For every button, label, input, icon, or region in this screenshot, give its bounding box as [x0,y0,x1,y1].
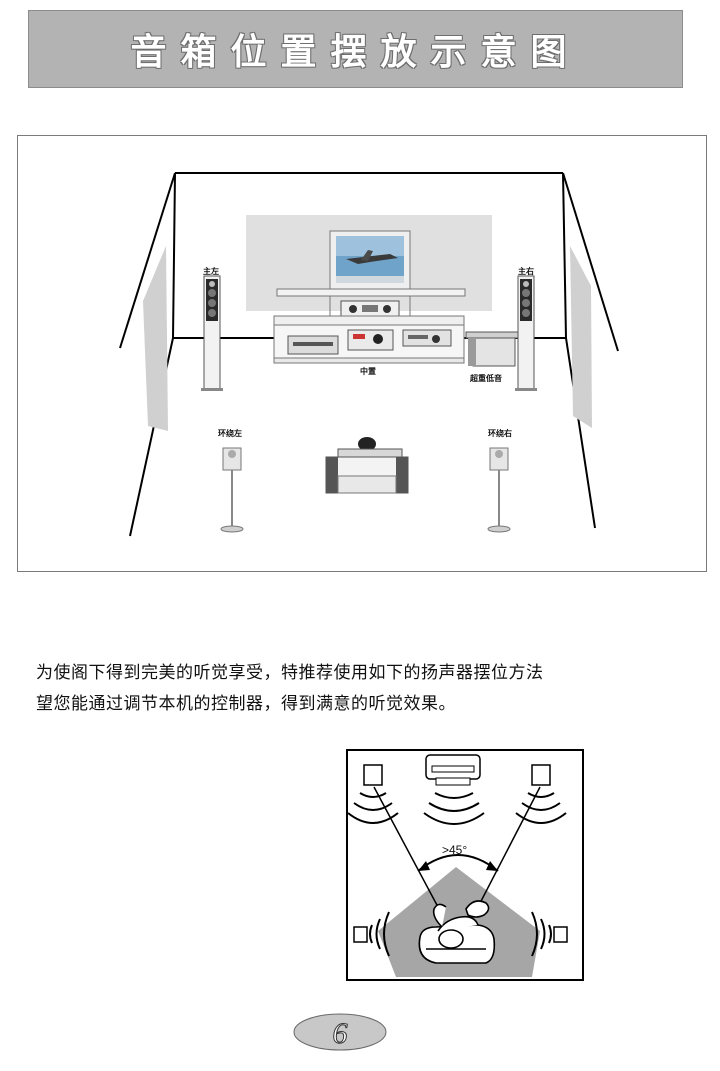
listener-figure [418,900,496,964]
page-title: 音箱位置摆放示意图 [130,31,581,73]
subwoofer [465,331,519,367]
amplifier [340,300,400,318]
surround-left-speaker [220,447,244,533]
title-banner: 音箱位置摆放示意图 [28,10,683,88]
room-drawing [119,172,619,537]
front-left-speaker [201,275,223,391]
room-illustration: 主左 主右 中置 超重低音 环绕左 环绕右 [17,135,707,572]
page-oval-shape: 6 [293,1013,387,1051]
surround-right-speaker [487,447,511,533]
tv-shelf [276,288,466,297]
placement-drawing [346,749,584,981]
front-left-box [363,764,383,786]
description-line-1: 为使阁下得到完美的听觉享受，特推荐使用如下的扬声器摆位方法 [36,663,544,683]
tv-cabinet [273,315,465,364]
placement-diagram: >45° [346,749,584,981]
television [329,230,411,290]
listener-sofa [325,437,409,494]
description-line-2: 望您能通过调节本机的控制器，得到满意的听觉效果。 [36,694,456,714]
right-wall-panel [570,246,592,428]
front-right-box [531,764,551,786]
label-front-right: 主右 [518,267,534,276]
angle-label: >45° [442,843,468,857]
left-wall-panel [143,246,168,431]
surround-right-box [553,926,568,943]
page-number: 6 [333,1017,348,1050]
label-surround-left: 环绕左 [218,429,242,438]
surround-left-box [353,926,368,943]
label-center: 中置 [360,367,376,376]
label-front-left: 主左 [203,267,219,276]
front-right-speaker [515,275,537,391]
label-surround-right: 环绕右 [488,429,512,438]
page-number-badge: 6 [292,1012,388,1052]
label-subwoofer: 超重低音 [470,374,502,383]
center-unit [425,754,481,786]
